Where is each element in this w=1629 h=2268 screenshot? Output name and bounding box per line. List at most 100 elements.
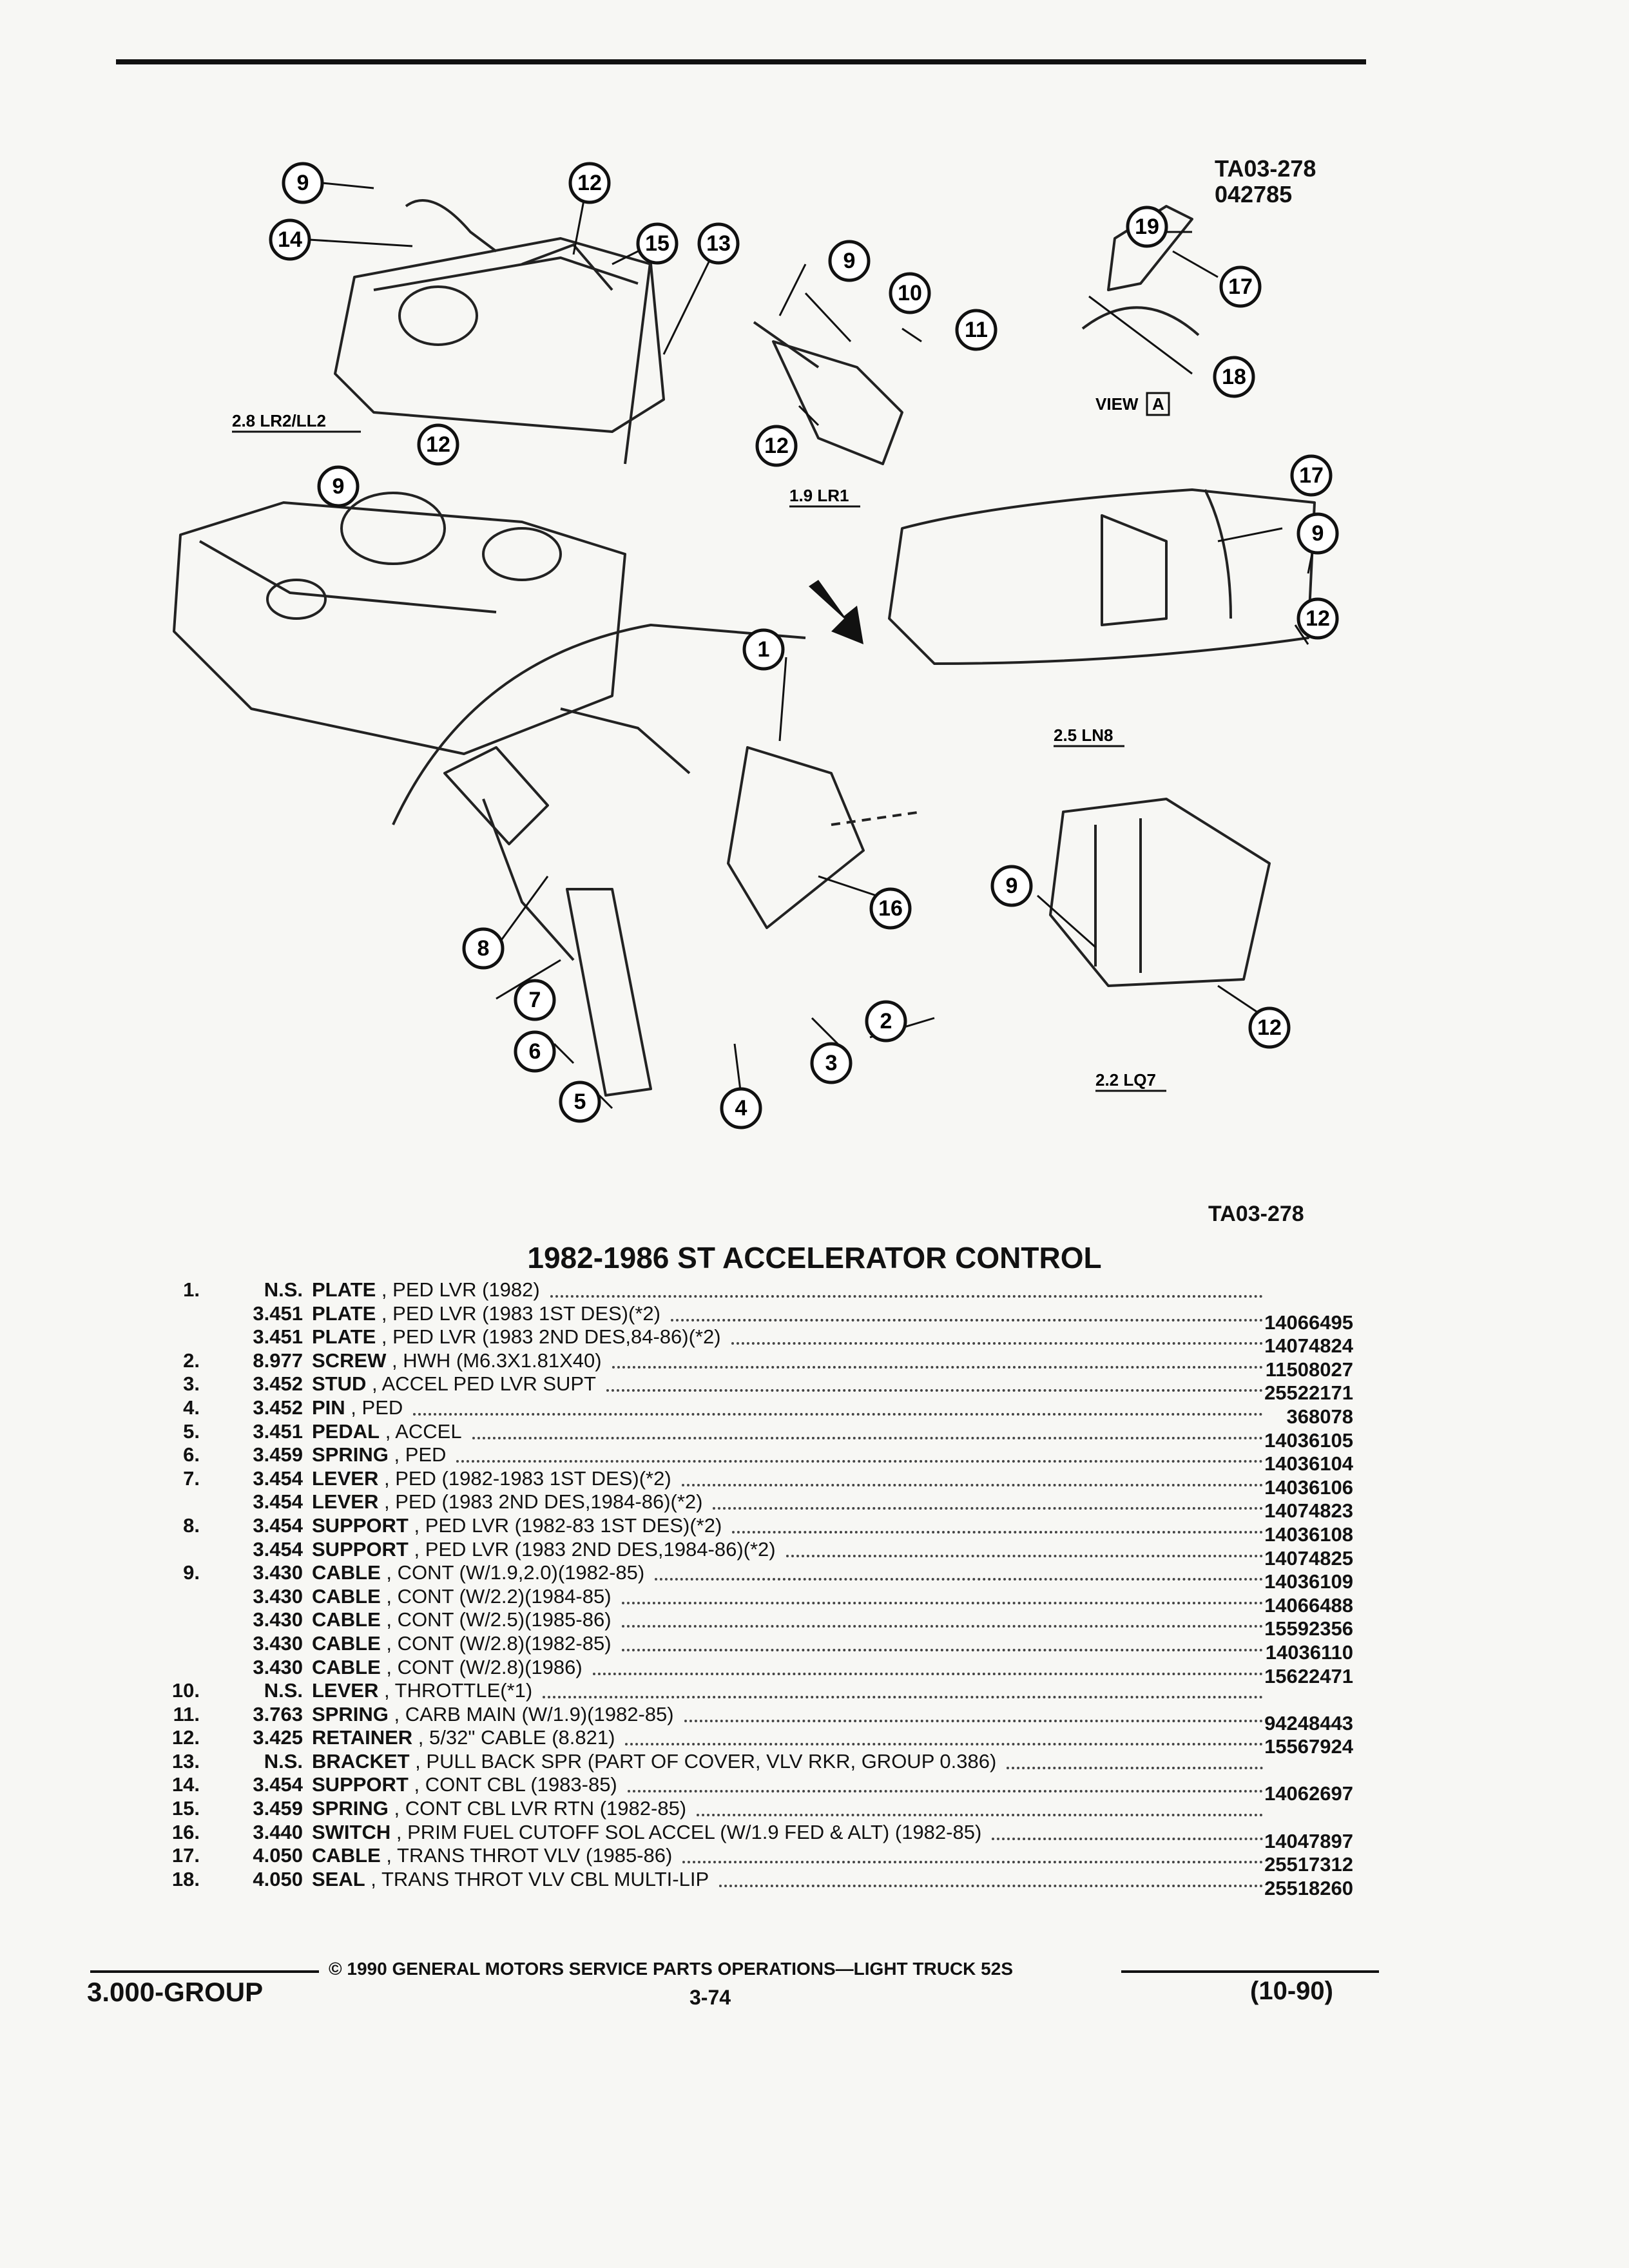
part-group-code: 3.430: [253, 1631, 303, 1655]
part-detail: , 5/32" CABLE (8.821): [412, 1726, 615, 1749]
callout-9: 9: [282, 162, 324, 204]
callout-2: 2: [865, 1000, 907, 1043]
svg-text:18: 18: [1222, 365, 1246, 389]
label-2-2-lq7: 2.2 LQ7: [1095, 1070, 1156, 1090]
part-number: 368078: [1286, 1405, 1353, 1428]
part-group-code: 3.451: [253, 1302, 303, 1325]
part-description: LEVER , THROTTLE(*1): [312, 1679, 532, 1702]
part-group-code: 3.452: [253, 1396, 303, 1419]
dot-leader: [713, 1507, 1263, 1510]
part-group-code: 3.430: [253, 1655, 303, 1678]
part-group-code: 3.454: [253, 1514, 303, 1537]
part-number: 25518260: [1264, 1876, 1353, 1899]
part-description: CABLE , CONT (W/2.5)(1985-86): [312, 1608, 612, 1631]
callout-12: 12: [568, 162, 611, 204]
part-ref-number: 7.: [183, 1466, 200, 1490]
part-name: SUPPORT: [312, 1514, 409, 1537]
part-detail: , PED: [345, 1396, 403, 1419]
part-ref-number: 12.: [171, 1726, 200, 1749]
part-ref-number: 14.: [171, 1773, 200, 1796]
part-detail: , TRANS THROT VLV CBL MULTI-LIP: [365, 1867, 709, 1890]
exploded-parts-diagram: 9 14 12 15 13 12 9 10 11 12 19 17 18 9 1…: [173, 162, 1339, 1129]
part-row: 3.430 CABLE , CONT (W/2.8)(1986) 15622471: [155, 1655, 1353, 1687]
part-ref-number: 13.: [171, 1749, 200, 1773]
part-description: PLATE , PED LVR (1983 1ST DES)(*2): [312, 1302, 660, 1325]
callout-9: 9: [828, 240, 871, 282]
svg-text:12: 12: [764, 434, 789, 458]
part-ref-number: 4.: [183, 1396, 200, 1419]
part-row: 10. N.S. LEVER , THROTTLE(*1): [155, 1679, 1353, 1703]
part-group-code: 3.430: [253, 1608, 303, 1631]
part-detail: , PRIM FUEL CUTOFF SOL ACCEL (W/1.9 FED …: [390, 1820, 982, 1843]
callout-10: 10: [889, 272, 931, 314]
callout-15: 15: [636, 222, 679, 265]
part-group-code: N.S.: [264, 1679, 303, 1702]
part-ref-number: 15.: [171, 1797, 200, 1820]
callout-1: 1: [742, 628, 785, 671]
part-group-code: 3.459: [253, 1797, 303, 1820]
svg-text:7: 7: [529, 988, 541, 1012]
part-group-code: 3.452: [253, 1372, 303, 1396]
part-number: 14036109: [1264, 1570, 1353, 1593]
part-name: CABLE: [312, 1608, 381, 1631]
part-group-code: 3.454: [253, 1466, 303, 1490]
part-name: CABLE: [312, 1584, 381, 1608]
part-description: STUD , ACCEL PED LVR SUPT: [312, 1372, 596, 1396]
part-name: SUPPORT: [312, 1773, 409, 1796]
part-number: 15567924: [1264, 1735, 1353, 1758]
dot-leader: [413, 1412, 1263, 1416]
part-detail: , PED LVR (1983 1ST DES)(*2): [376, 1302, 660, 1325]
part-ref-number: 10.: [171, 1679, 200, 1702]
dot-leader: [472, 1436, 1263, 1439]
part-group-code: 3.454: [253, 1490, 303, 1514]
svg-text:11: 11: [965, 318, 988, 342]
part-detail: , PED LVR (1983 2ND DES,84-86)(*2): [376, 1325, 721, 1349]
part-number: 15622471: [1264, 1664, 1353, 1687]
part-detail: , ACCEL: [380, 1419, 462, 1443]
part-description: CABLE , CONT (W/2.8)(1986): [312, 1656, 583, 1679]
dot-leader: [1007, 1766, 1263, 1769]
part-group-code: N.S.: [264, 1278, 303, 1301]
label-2-5-ln8: 2.5 LN8: [1054, 726, 1113, 745]
callout-7: 7: [514, 979, 556, 1021]
part-group-code: 8.977: [253, 1349, 303, 1372]
dot-leader: [625, 1743, 1263, 1746]
dot-leader: [606, 1389, 1263, 1392]
part-description: CABLE , TRANS THROT VLV (1985-86): [312, 1844, 672, 1867]
part-number: 25522171: [1264, 1381, 1353, 1405]
dot-leader: [456, 1460, 1263, 1463]
part-number: 11508027: [1265, 1358, 1353, 1381]
callout-9: 9: [990, 865, 1033, 907]
svg-text:2: 2: [880, 1009, 892, 1033]
part-ref-number: 11.: [173, 1702, 200, 1725]
dot-leader: [786, 1554, 1263, 1557]
dot-leader: [550, 1295, 1263, 1298]
part-description: PLATE , PED LVR (1982): [312, 1278, 540, 1302]
part-number: 14074825: [1264, 1546, 1353, 1570]
part-name: PLATE: [312, 1278, 376, 1301]
svg-text:17: 17: [1299, 463, 1324, 488]
svg-text:12: 12: [1306, 606, 1330, 631]
part-number: 14036105: [1264, 1428, 1353, 1452]
svg-text:12: 12: [1257, 1015, 1282, 1040]
part-description: SCREW , HWH (M6.3X1.81X40): [312, 1349, 602, 1372]
part-detail: , PED (1983 2ND DES,1984-86)(*2): [378, 1490, 703, 1514]
diagram-ref-code: TA03-278: [1215, 155, 1316, 182]
part-description: CABLE , CONT (W/2.8)(1982-85): [312, 1632, 612, 1655]
part-name: LEVER: [312, 1466, 379, 1490]
svg-text:9: 9: [297, 171, 309, 195]
svg-text:8: 8: [477, 936, 490, 961]
footer-rule-left: [90, 1970, 319, 1973]
svg-text:9: 9: [1006, 874, 1018, 898]
diagram-ref-date: 042785: [1215, 181, 1293, 207]
part-group-code: N.S.: [264, 1749, 303, 1773]
part-group-code: 3.454: [253, 1537, 303, 1561]
callout-14: 14: [269, 218, 311, 261]
